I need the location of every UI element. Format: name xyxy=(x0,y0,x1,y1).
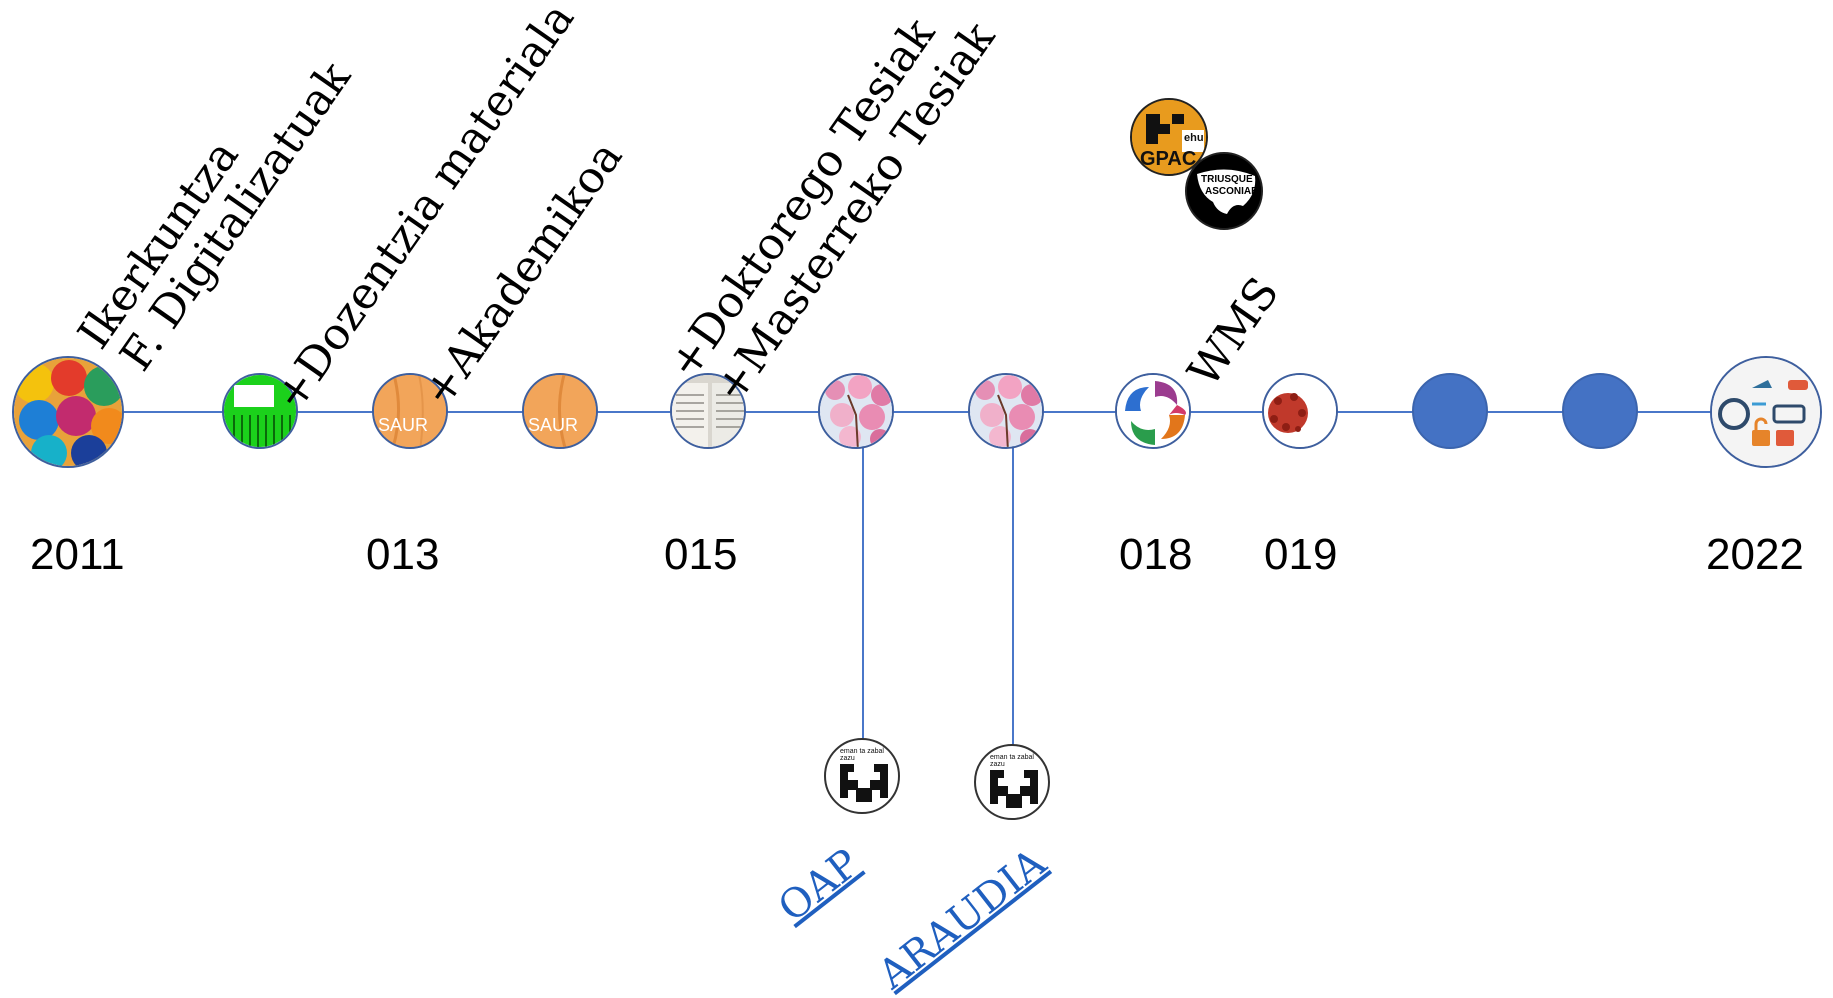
node-2017-image xyxy=(968,373,1044,449)
year-019: 019 xyxy=(1264,530,1338,579)
ehu-motto-oap: eman ta zabal zazu xyxy=(840,748,884,762)
saur-logo-text-1: SAUR xyxy=(378,415,429,435)
timeline-axis xyxy=(70,411,1770,413)
triusque-vasconiae-logo: TRIUSQUE ASCONIAE xyxy=(1185,152,1263,230)
node-2011-image xyxy=(12,356,124,468)
year-018: 018 xyxy=(1119,530,1193,579)
node-2013-image: SAUR xyxy=(372,373,448,449)
node-2020-plain xyxy=(1412,373,1488,449)
ehu-logo-oap: eman ta zabal zazu xyxy=(824,738,900,814)
node-2018-image xyxy=(1115,373,1191,449)
node-2021-plain xyxy=(1562,373,1638,449)
node-2016-image xyxy=(818,373,894,449)
label-masterreko: +Masterreko Tesiak xyxy=(704,13,1005,413)
year-013: 013 xyxy=(366,530,440,579)
ehu-logo-araudia: eman ta zabal zazu xyxy=(974,744,1050,820)
year-2011: 2011 xyxy=(30,530,125,579)
label-wms: WMS xyxy=(1178,268,1290,397)
ehu-motto-araudia: eman ta zabal zazu xyxy=(990,754,1034,768)
saur-logo-text-2: SAUR xyxy=(528,415,579,435)
vasconiae-text: ASCONIAE xyxy=(1205,186,1258,197)
link-araudia[interactable]: ARAUDIA xyxy=(870,839,1055,998)
triusque-text: TRIUSQUE xyxy=(1201,174,1253,185)
timeline-diagram: SAUR SAUR xyxy=(12,0,1822,998)
year-2022: 2022 xyxy=(1706,530,1804,579)
gpac-logo-text: GPAC xyxy=(1140,148,1197,170)
connector-oap xyxy=(862,446,864,746)
ehu-logo-text: ehu xyxy=(1184,132,1204,144)
node-2022-image xyxy=(1710,356,1822,468)
node-2012-image xyxy=(222,373,298,449)
connector-araudia xyxy=(1012,446,1014,752)
link-oap[interactable]: OAP xyxy=(770,840,869,932)
node-2014-image: SAUR xyxy=(522,373,598,449)
year-015: 015 xyxy=(664,530,738,579)
node-2019-image xyxy=(1262,373,1338,449)
